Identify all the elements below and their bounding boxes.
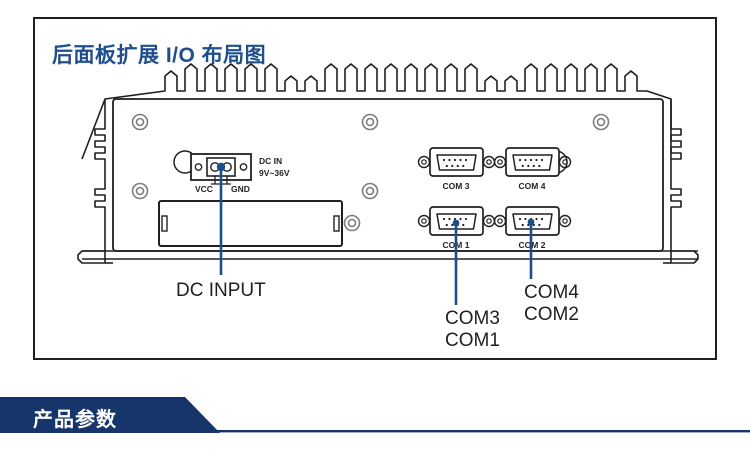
banner-rule — [217, 430, 750, 433]
right-mounting-bracket — [663, 99, 699, 264]
callout-com1-line: COM1 — [445, 330, 500, 351]
dc-in-label-line1: DC IN — [259, 156, 282, 166]
com-port-com4: COM 4 — [493, 147, 572, 191]
diagram-panel: 后面板扩展 I/O 布局图 — [33, 17, 717, 360]
callout-com4-line: COM4 — [524, 282, 579, 303]
com-port-com3: COM 3 — [417, 147, 496, 191]
section-banner: 产品参数 — [0, 397, 750, 433]
banner-fill — [0, 397, 220, 433]
callout-leader-dots — [216, 162, 535, 227]
banner-shape — [0, 397, 750, 433]
callout-com2-line: COM2 — [524, 304, 579, 325]
callout-com3-line: COM3 — [445, 308, 500, 329]
section-banner-title: 产品参数 — [33, 409, 117, 431]
com-port-com3-label: COM 3 — [443, 181, 470, 191]
callout-dot-dc-input — [216, 162, 226, 172]
dc-in-vcc-label: VCC — [195, 184, 213, 194]
dc-in-connector — [190, 153, 252, 185]
callout-dot-com2 — [527, 218, 535, 226]
page-title: 后面板扩展 I/O 布局图 — [52, 44, 267, 67]
expansion-slot-cover — [158, 200, 361, 247]
com-port-com4-label: COM 4 — [519, 181, 546, 191]
callout-com4-com2: COM4 COM2 — [524, 282, 579, 326]
rear-panel-drawing: DC IN 9V~36V VCC GND — [77, 63, 699, 305]
callout-leader-lines — [219, 169, 533, 305]
heatsink-fins — [81, 63, 672, 160]
callout-com3-com1: COM3 COM1 — [445, 308, 500, 352]
callout-dc-input: DC INPUT — [176, 280, 266, 302]
panel-screws — [131, 113, 610, 200]
dc-in-gnd-label: GND — [231, 184, 250, 194]
callout-dc-input-line1: DC INPUT — [176, 280, 266, 301]
device-illustration: DC IN 9V~36V VCC GND — [35, 19, 719, 362]
dc-in-label-line2: 9V~36V — [259, 168, 290, 178]
callout-dot-com1 — [452, 219, 460, 227]
